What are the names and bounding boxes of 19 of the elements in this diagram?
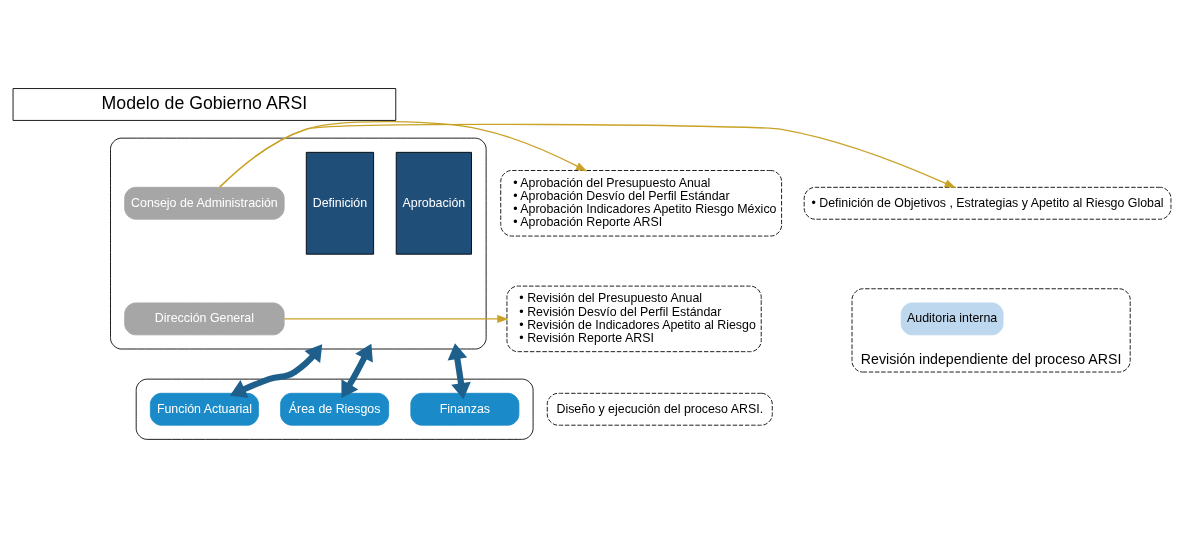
arrow <box>283 314 509 323</box>
node-box: • Aprobación del Presupuesto Anual • Aprobación Desvío del Perfil Estándar • Aprobación Indicadores Apetito Riesgo México • Aprobación Reporte ARSI <box>500 170 783 237</box>
arrow <box>229 344 323 399</box>
node-box: Definición <box>305 151 375 255</box>
cluster <box>110 137 487 350</box>
node-box: Función Actuarial <box>149 392 259 426</box>
node-box: Modelo de Gobierno ARSI <box>12 88 397 121</box>
arrow <box>219 123 957 189</box>
arrow <box>447 343 471 400</box>
node-box: • Definición de Objetivos , Estrategias y Apetito al Riesgo Global <box>803 186 1172 220</box>
node-box: Auditoria interna <box>900 302 1004 336</box>
node-box: • Revisión del Presupuesto Anual • Revisión Desvío del Perfil Estándar • Revisión de Indicadores Apetito al Riesgo • Revisión Reporte ARSI <box>506 285 762 353</box>
arrow <box>341 343 373 399</box>
node-box: Área de Riesgos <box>280 392 390 426</box>
node-box: Dirección General <box>124 302 285 336</box>
node-box: Finanzas <box>410 392 520 426</box>
node-box: Diseño y ejecución del proceso ARSI. <box>546 392 773 426</box>
node-box: Aprobación <box>395 151 472 255</box>
node-box: Consejo de Administración <box>124 186 285 220</box>
